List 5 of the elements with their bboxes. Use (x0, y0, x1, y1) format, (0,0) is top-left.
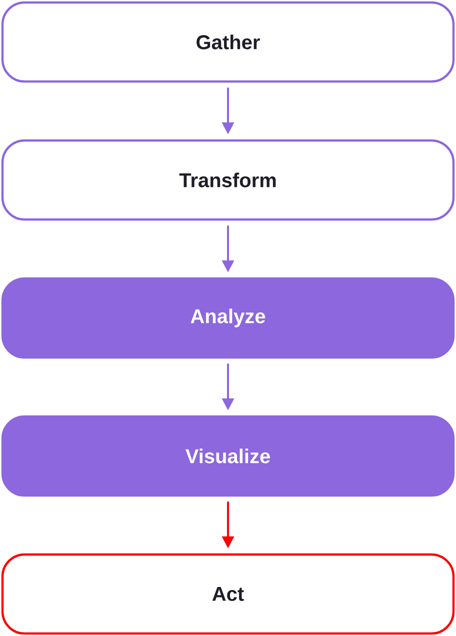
process-box: Transform (1, 139, 455, 221)
process-box: Gather (1, 1, 455, 83)
process-box: Analyze (1, 277, 455, 359)
process-box: Visualize (1, 415, 455, 497)
process-box: Act (1, 553, 455, 635)
